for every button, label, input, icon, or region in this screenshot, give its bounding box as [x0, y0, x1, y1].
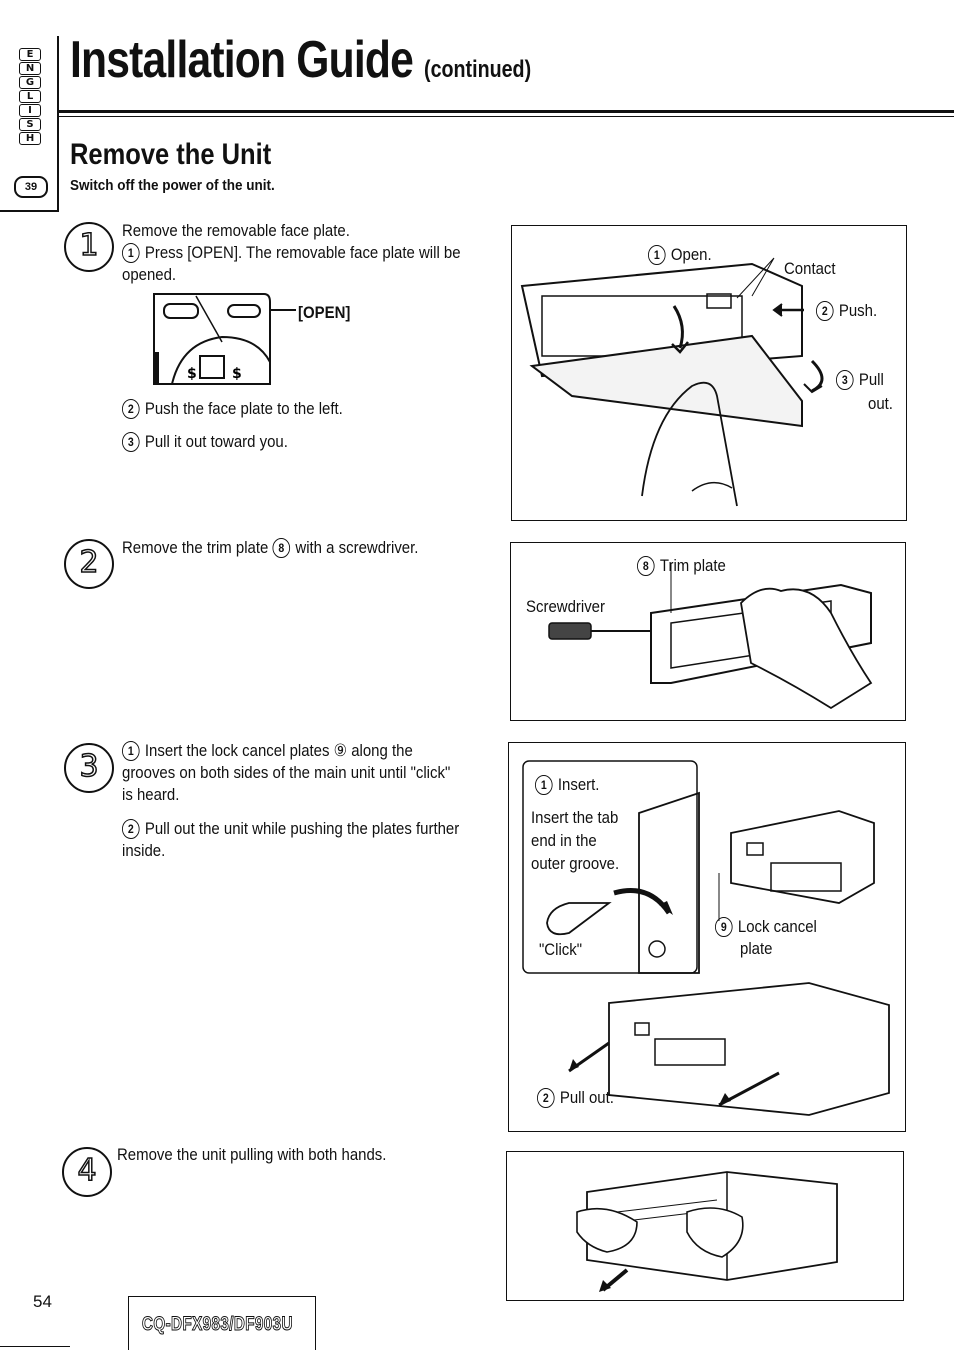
- label-pull-text: Pull: [858, 370, 884, 389]
- title-main: Installation Guide: [70, 31, 414, 89]
- substep-number: 1: [122, 741, 140, 761]
- step-1-text: Remove the removable face plate.: [122, 221, 350, 240]
- substep-text: Push the face plate to the left.: [144, 399, 343, 418]
- title-suffix: (continued): [424, 56, 532, 83]
- label-num: 2: [816, 301, 834, 321]
- label-insert-tab-1: Insert the tab: [531, 808, 619, 827]
- lang-letter: S: [19, 118, 41, 131]
- lang-letter: L: [19, 90, 41, 103]
- section-heading: Remove the Unit: [70, 138, 272, 171]
- substep-number: 2: [122, 819, 140, 839]
- page-title: Installation Guide (continued): [70, 30, 531, 90]
- open-leader-line: [270, 309, 296, 311]
- step-2-text-pre: Remove the trim plate: [122, 538, 269, 557]
- label-contact: Contact: [784, 259, 836, 278]
- label-num: 3: [836, 370, 854, 390]
- label-lock-text: Lock cancel: [737, 917, 817, 936]
- language-tab: E N G L I S H: [19, 48, 41, 146]
- label-open-text: Open.: [670, 245, 712, 264]
- substep-text: Press [OPEN]. The removable face plate w…: [122, 243, 461, 284]
- label-num: 1: [535, 775, 553, 795]
- label-insert-tab-2: end in the: [531, 831, 597, 850]
- lang-letter: I: [19, 104, 41, 117]
- title-rule-thin: [58, 116, 954, 117]
- label-num: 8: [637, 556, 655, 576]
- open-label: [OPEN]: [298, 303, 351, 322]
- label-click: "Click": [539, 940, 583, 959]
- section-number-badge: 39: [14, 176, 48, 198]
- label-num: 9: [715, 917, 733, 937]
- lang-letter: E: [19, 48, 41, 61]
- step-4-text: Remove the unit pulling with both hands.: [117, 1145, 387, 1164]
- label-insert-text: Insert.: [557, 775, 600, 794]
- label-push-text: Push.: [838, 301, 878, 320]
- footer-rule: [0, 1346, 70, 1347]
- label-num: 1: [648, 245, 666, 265]
- lang-letter: N: [19, 62, 41, 75]
- model-number: CQ-DFX983/DF903U: [142, 1314, 293, 1336]
- label-screwdriver: Screwdriver: [526, 597, 605, 616]
- step-number-4: 4: [62, 1147, 112, 1197]
- svg-text:$: $: [187, 366, 197, 382]
- step-number-2: 2: [64, 539, 114, 589]
- substep-number: 2: [122, 399, 140, 419]
- substep-text: Pull it out toward you.: [144, 432, 288, 451]
- trim-plate-ref: 8: [272, 538, 291, 558]
- substep-text: Pull out the unit while pushing the plat…: [122, 819, 460, 860]
- label-pull-out-text: Pull out.: [559, 1088, 614, 1107]
- open-button-illustration: $ $: [152, 292, 272, 386]
- page-number: 54: [33, 1292, 52, 1311]
- label-insert-tab-3: outer groove.: [531, 854, 620, 873]
- svg-text:$: $: [232, 366, 242, 382]
- substep-text: Insert the lock cancel plates ⑨ along th…: [122, 741, 451, 804]
- figure-remove-unit-hands: [506, 1151, 904, 1301]
- label-trim-text: Trim plate: [659, 556, 726, 575]
- step-2-text-post: with a screwdriver.: [295, 538, 419, 557]
- label-pull-out: out.: [868, 394, 893, 413]
- language-sidebar: [0, 36, 59, 212]
- title-rule: [58, 110, 954, 113]
- substep-number: 1: [122, 243, 140, 263]
- model-box: [128, 1296, 316, 1350]
- label-num: 2: [537, 1088, 555, 1108]
- lang-letter: H: [19, 132, 41, 145]
- label-lock-cancel-plate: plate: [740, 939, 773, 958]
- lang-letter: G: [19, 76, 41, 89]
- step-number-1: 1: [64, 222, 114, 272]
- section-subheading: Switch off the power of the unit.: [70, 177, 275, 194]
- substep-number: 3: [122, 432, 140, 452]
- step-number-3: 3: [64, 743, 114, 793]
